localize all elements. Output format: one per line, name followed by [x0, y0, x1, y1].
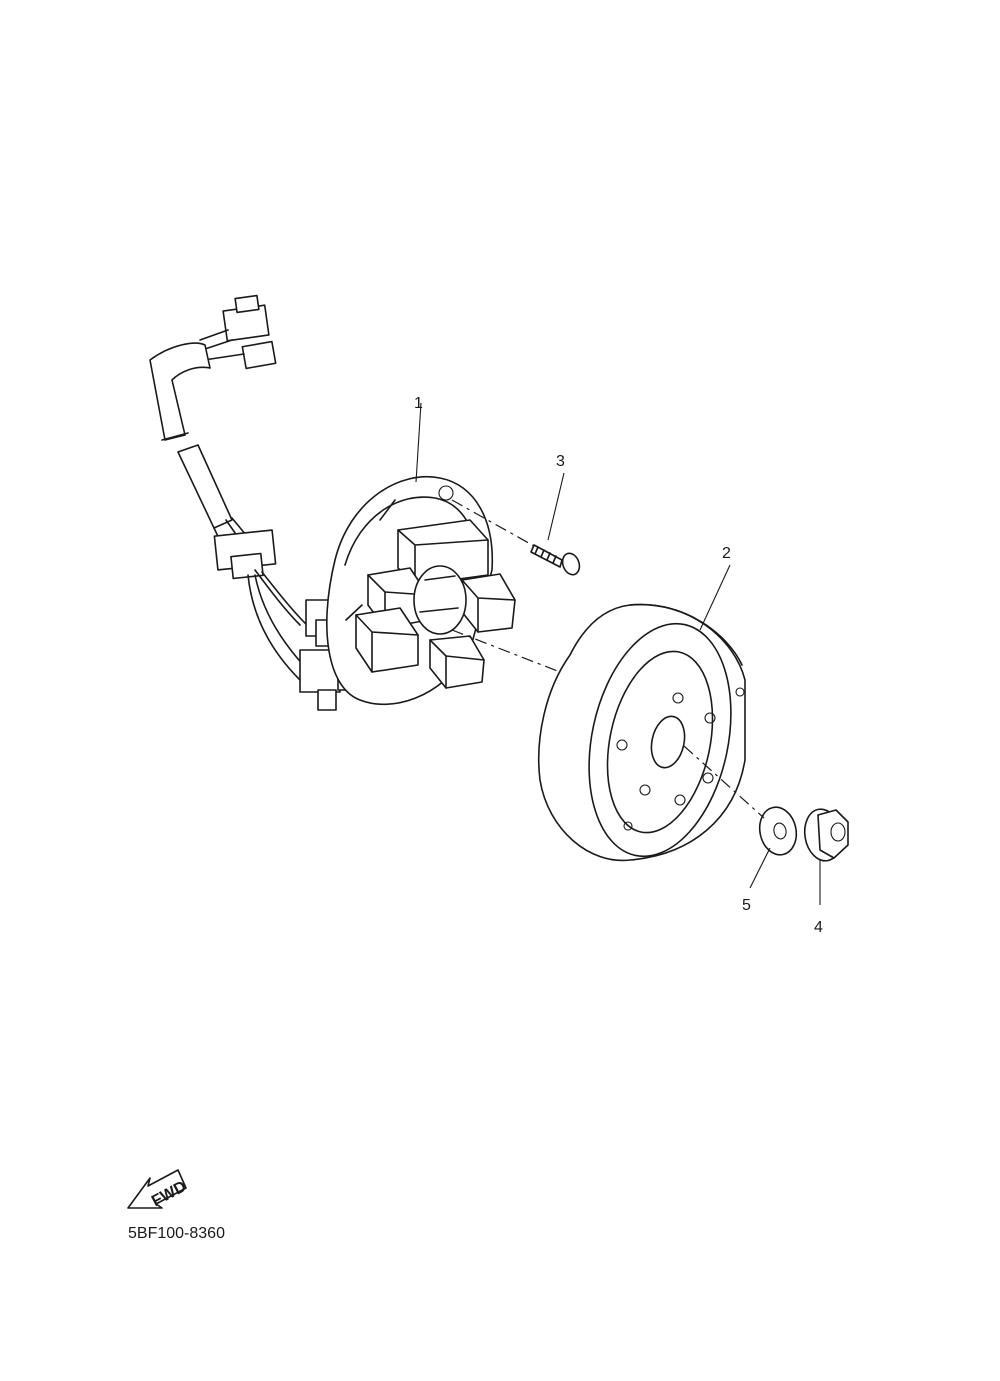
washer	[758, 806, 798, 856]
callout-3: 3	[556, 453, 565, 470]
screw	[530, 544, 581, 576]
callout-1: 1	[414, 395, 423, 412]
stator-assembly	[326, 476, 516, 706]
fwd-arrow-icon: FWD	[127, 1169, 189, 1210]
assembly-lines	[451, 499, 765, 819]
flywheel-rotor	[537, 603, 746, 862]
leader-lines	[415, 402, 821, 905]
callout-5: 5	[742, 897, 751, 914]
callout-2: 2	[722, 545, 731, 562]
diagram-code: 5BF100-8360	[128, 1225, 225, 1242]
flange-nut	[803, 808, 849, 862]
callout-4: 4	[814, 919, 823, 936]
